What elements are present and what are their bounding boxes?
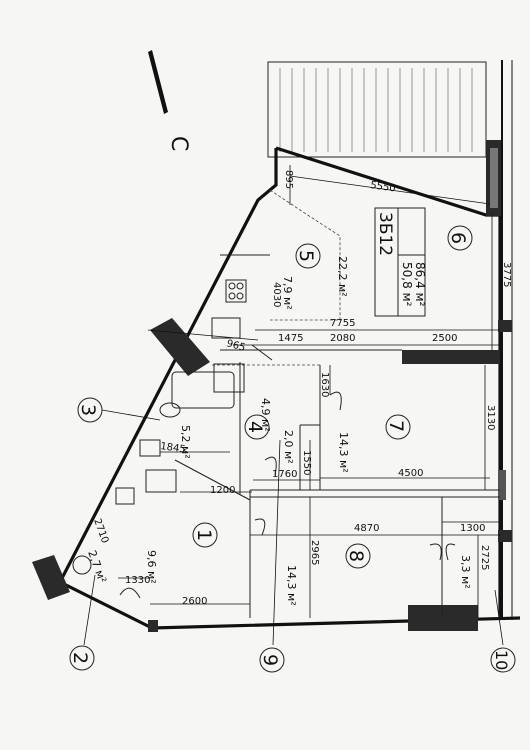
callouts: 3 2 9 10	[69, 397, 516, 673]
north-arrow: С	[148, 50, 191, 151]
interior-walls	[174, 189, 500, 618]
room-2-area: 2,7 м²	[85, 549, 109, 585]
room-labels: 5 7,9 м² 22,2 м² 6 7 14,3 м² 4 4,9 м² 2,…	[85, 225, 473, 606]
dimension-lines	[118, 165, 500, 618]
dim-7755: 7755	[330, 318, 355, 329]
sink-icon	[211, 317, 241, 339]
north-arrow-icon	[148, 50, 168, 114]
room-6-area: 22,2 м²	[336, 256, 349, 297]
toilet-icon	[139, 439, 161, 457]
washbasin-icon	[159, 402, 181, 418]
room-6-number: 6	[447, 232, 469, 244]
dim-1300: 1300	[460, 523, 485, 534]
doors	[119, 344, 456, 599]
room-5-number: 5	[295, 250, 317, 262]
dim-4870: 4870	[354, 523, 379, 534]
callout-9: 9	[259, 654, 281, 666]
dim-2965: 2965	[309, 540, 320, 565]
dim-2710: 2710	[91, 517, 110, 545]
dim-3775: 3775	[501, 262, 512, 287]
room-10-area: 3,3 м²	[459, 555, 472, 589]
dim-2500: 2500	[432, 333, 457, 344]
stove-icon	[225, 279, 247, 303]
room-9-area: 2,0 м²	[282, 430, 295, 464]
toilet-2-icon	[72, 555, 92, 575]
dimension-labels: 5550 895 3775 4030 7755 1475 2080 2500 9…	[91, 170, 512, 607]
apartment-total-area: 86,4 м²	[413, 262, 427, 307]
dim-965: 965	[225, 338, 246, 354]
room-5-area: 7,9 м²	[281, 276, 294, 310]
dim-1550: 1550	[301, 450, 312, 475]
dim-5550: 5550	[370, 180, 397, 194]
dim-1475: 1475	[278, 333, 303, 344]
bath-fixtures	[72, 363, 245, 575]
room-4-number: 4	[244, 421, 266, 433]
room-8-number: 8	[345, 550, 367, 562]
dim-1630: 1630	[319, 372, 330, 397]
dim-1330: 1330	[125, 575, 150, 586]
room-7-number: 7	[385, 420, 407, 432]
dim-1200: 1200	[210, 485, 235, 496]
column-left	[150, 318, 210, 376]
callout-10: 10	[492, 650, 511, 670]
wall-7-top	[402, 350, 500, 364]
dim-895: 895	[283, 170, 294, 189]
apartment-number: 3Б12	[375, 212, 395, 256]
balcony	[267, 61, 487, 158]
room-1-number: 1	[193, 529, 215, 541]
room-7-area: 14,3 м²	[337, 432, 350, 473]
dim-2080: 2080	[330, 333, 355, 344]
dim-2725: 2725	[479, 545, 490, 570]
column-bottom	[408, 605, 478, 631]
apartment-info: 3Б12 50,8 м² 86,4 м²	[374, 207, 427, 317]
room-4-area: 4,9 м²	[259, 398, 272, 432]
dim-4500: 4500	[398, 468, 423, 479]
dim-2600: 2600	[182, 596, 207, 607]
room-8-area: 14,3 м²	[285, 565, 298, 606]
kitchen-fixtures	[211, 254, 270, 339]
column-bottom-left	[32, 555, 70, 600]
walls	[32, 60, 521, 632]
compass-label: С	[166, 136, 191, 151]
callout-3: 3	[77, 404, 99, 416]
room-1-area: 9,6 м²	[145, 550, 158, 584]
bathtub-icon	[171, 371, 235, 409]
dim-4030: 4030	[271, 282, 282, 307]
dim-1845: 1845	[160, 441, 187, 455]
callout-2: 2	[69, 652, 91, 664]
dim-1760: 1760	[272, 469, 297, 480]
apartment-living-area: 50,8 м²	[400, 262, 414, 307]
dim-3130: 3130	[485, 405, 496, 430]
room-3-area: 5,2 м²	[179, 425, 192, 459]
